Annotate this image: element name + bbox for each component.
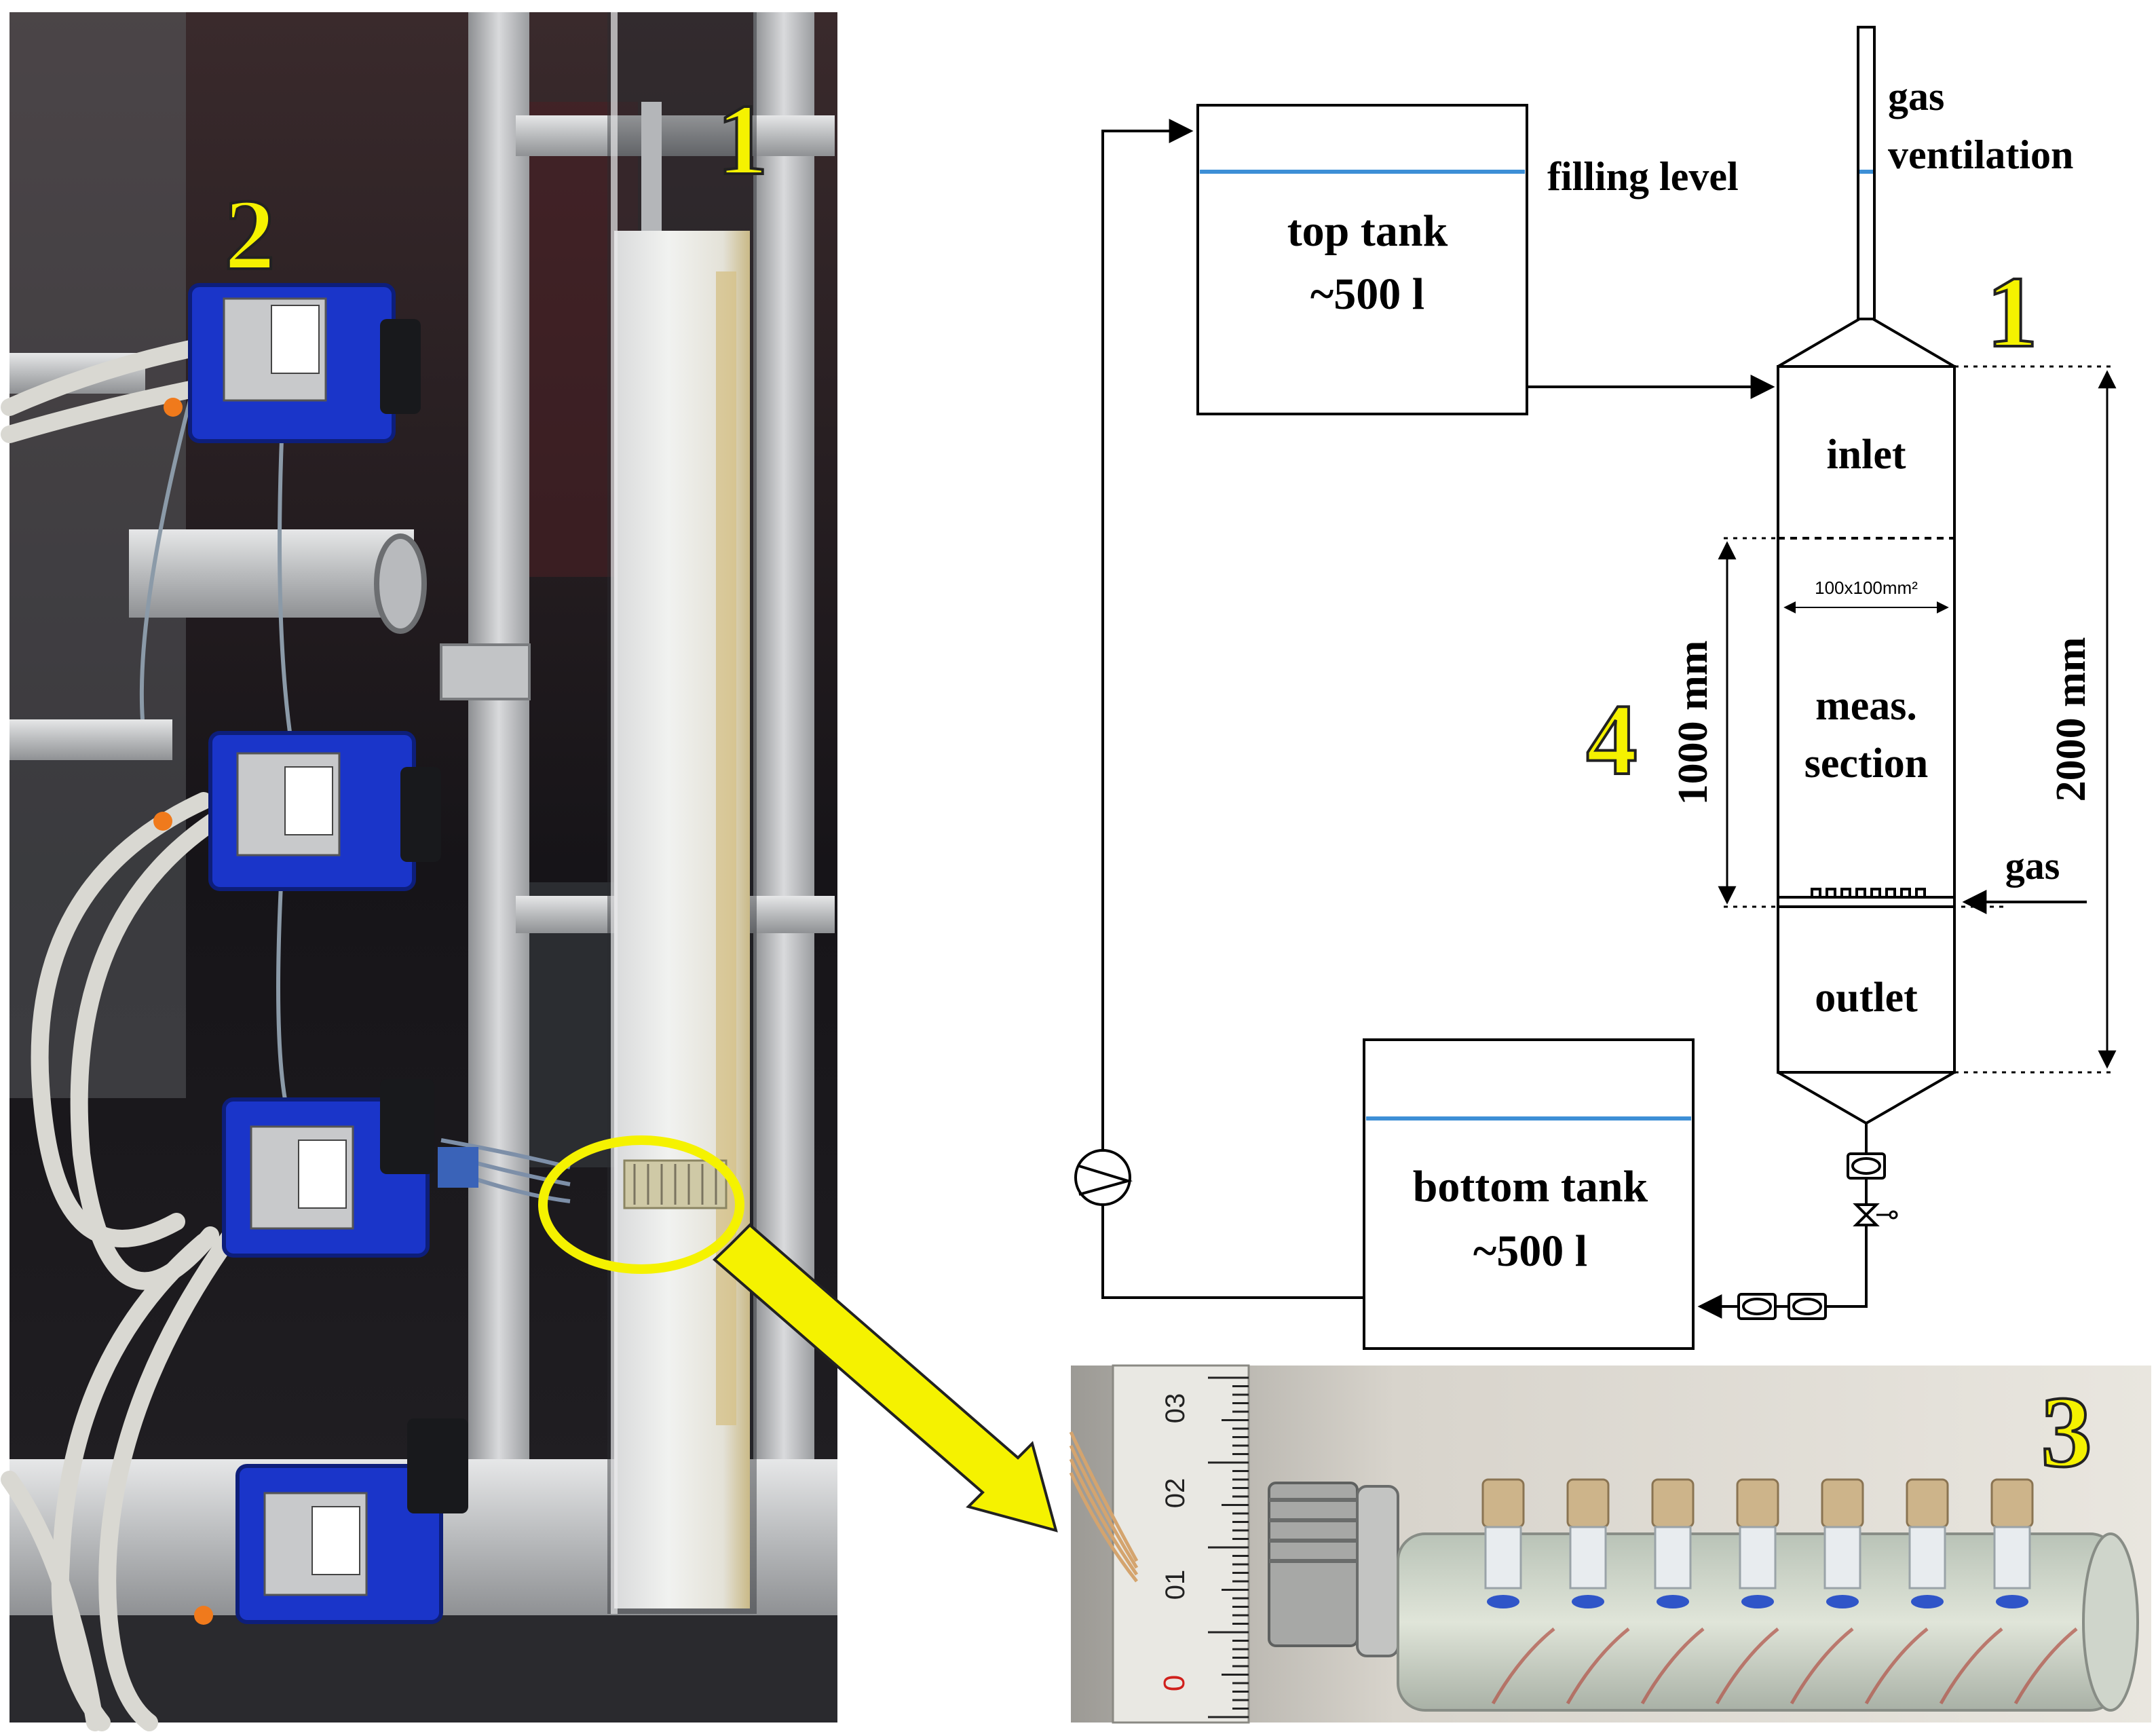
experiment-photo: 2 1: [1, 12, 837, 1731]
valve-symbol: [1853, 1203, 1898, 1226]
return-line-upper: [1101, 119, 1194, 1150]
tube-stripe: [1640, 1627, 1705, 1705]
needle: [1990, 1478, 2034, 1608]
column-top-bracket: [641, 102, 662, 231]
sparger-nozzles: [1811, 888, 1926, 899]
fitting-threads: [1269, 1498, 1357, 1563]
zoom-arrow: [713, 1223, 1058, 1532]
nozzle-wires: [1069, 1431, 1139, 1583]
label-3: 3: [2041, 1376, 2092, 1488]
drain-line-a: [1826, 1225, 1868, 1308]
camera-cables: [1, 337, 240, 1731]
gas-vent-label-2: ventilation: [1888, 132, 2073, 177]
threaded-fitting: [1268, 1482, 1359, 1647]
ruler-mark-02: 02: [1160, 1478, 1190, 1509]
ruler-mark-0: 0: [1158, 1675, 1191, 1691]
column-body: [1777, 365, 1956, 1074]
top-tank-name: top tank: [1287, 206, 1448, 256]
flow-schematic: [1074, 26, 2117, 1350]
needle-row: [1481, 1478, 2034, 1608]
tube-stripes: [1491, 1627, 2078, 1705]
label-1-schematic: 1: [1987, 256, 2038, 369]
floor-shadow: [10, 1615, 837, 1722]
total-height-label: 2000 mm: [2048, 637, 2094, 802]
meas-label-2: section: [1804, 740, 1929, 787]
tube-stripe: [1491, 1627, 1555, 1705]
vertical-profile-left: [468, 12, 529, 1641]
tube-stripe: [2013, 1627, 2078, 1705]
sparger-tube: [1777, 896, 1956, 908]
rack-bar-2: [10, 719, 172, 760]
tube-end: [2082, 1532, 2139, 1712]
tube-stripe: [1939, 1627, 2003, 1705]
inlet-label: inlet: [1826, 432, 1906, 478]
profile-clamp: [440, 643, 531, 700]
filling-level-label: filling level: [1547, 154, 1739, 199]
needle: [1736, 1478, 1779, 1608]
needle: [1821, 1478, 1864, 1608]
sparger-needles: [633, 1164, 717, 1205]
meas-height-label: 1000 mm: [1670, 641, 1716, 806]
pump-triangle: [1078, 1165, 1133, 1196]
camera-2: [153, 731, 441, 891]
label-1-photo: 1: [717, 83, 768, 196]
column-bottom-cone: [1777, 1071, 1955, 1125]
flowmeter-column: [1847, 1152, 1886, 1180]
top-tank-volume: ~500 l: [1310, 269, 1424, 319]
meas-label-1: meas.: [1815, 683, 1917, 729]
needle: [1651, 1478, 1695, 1608]
tube-stripe: [1864, 1627, 1929, 1705]
vertical-profile-right: [753, 12, 814, 1641]
camera-mount-bar: [129, 529, 414, 618]
needle: [1566, 1478, 1610, 1608]
column-top-cone: [1777, 318, 1956, 368]
flowmeter-drain-1: [1788, 1293, 1827, 1320]
return-line-lower: [1101, 1205, 1364, 1299]
ruler-ticks: [1208, 1376, 1249, 1718]
ruler-mark-03: 03: [1160, 1393, 1190, 1424]
bottom-tank: [1363, 1038, 1695, 1350]
ruler-mark-01: 01: [1160, 1570, 1190, 1600]
pump-symbol: [1074, 1149, 1131, 1206]
cross-section-label: 100x100mm²: [1815, 578, 1918, 598]
needle: [1481, 1478, 1525, 1608]
needle: [1906, 1478, 1949, 1608]
camera-1: [164, 283, 421, 443]
ruler: [1112, 1364, 1250, 1724]
top-tank: [1196, 104, 1528, 415]
gas-inlet-label: gas: [2005, 844, 2060, 888]
tube-stripe: [1715, 1627, 1779, 1705]
sparger-detail-photo: 03 02 01 0 3: [1069, 1364, 2151, 1724]
camera-4: [194, 1418, 468, 1625]
top-crossbar: [516, 115, 835, 156]
sparger-highlight: [538, 1135, 744, 1274]
flowmeter-drain-2: [1737, 1293, 1777, 1320]
outlet-label: outlet: [1815, 975, 1918, 1021]
bottom-tank-name: bottom tank: [1413, 1162, 1648, 1211]
column-edge: [611, 12, 618, 1614]
gas-vent-label-1: gas: [1888, 74, 1944, 119]
tube-stripe: [1566, 1627, 1630, 1705]
camera-3: [222, 1079, 478, 1258]
tube-stripe: [1790, 1627, 1854, 1705]
mount-tube-end: [374, 533, 427, 634]
label-4: 4: [1587, 683, 1638, 796]
fitting-nut: [1356, 1485, 1399, 1657]
schematic-labels: top tank ~500 l filling level bottom tan…: [1287, 74, 2094, 1276]
bottom-tank-volume: ~500 l: [1473, 1226, 1587, 1276]
label-2: 2: [225, 178, 276, 291]
